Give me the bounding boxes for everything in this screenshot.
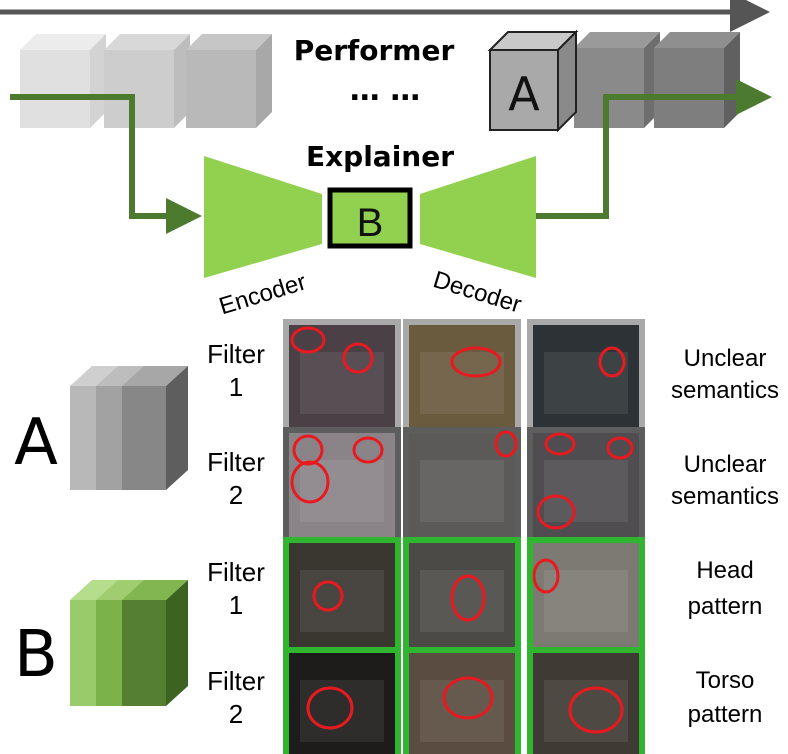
highlight-outline: [450, 574, 486, 622]
model-a-side-label: A: [14, 406, 58, 480]
cube: [20, 34, 106, 128]
example-image-tile: [283, 427, 401, 545]
highlight-outline: [598, 346, 626, 378]
example-image-tile: [527, 319, 645, 437]
row-2-desc-line2: semantics: [671, 483, 779, 510]
performer-label: Performer: [294, 34, 455, 67]
row-2-desc-line1: Unclear: [684, 451, 767, 478]
highlight-outline: [536, 494, 576, 530]
example-image-tile: [527, 537, 645, 655]
row-1-desc-line1: Unclear: [684, 345, 767, 372]
row-1-desc-line2: semantics: [671, 377, 779, 404]
cube: [654, 32, 740, 128]
ellipsis-text: … …: [350, 73, 420, 108]
row-1-filter-num: 1: [229, 372, 243, 402]
row-4-desc-line2: pattern: [688, 701, 763, 728]
activation-image-grid: [283, 319, 645, 754]
row-3-filter-num: 1: [229, 590, 243, 620]
example-image-tile: [527, 427, 645, 545]
cube: [186, 34, 272, 128]
encoder-shape: [204, 156, 322, 278]
example-image-tile: [403, 647, 521, 754]
model-a-filter-stack: [70, 366, 188, 490]
performer-cubes-left: [20, 34, 272, 128]
row-labels: Filter 1 Unclear semantics Filter 2 Uncl…: [207, 339, 779, 729]
highlight-outline: [290, 326, 326, 354]
model-b-box: [327, 187, 413, 249]
example-image-tile: [283, 647, 401, 754]
row-3-filter-word: Filter: [207, 557, 265, 587]
output-flow-arrow: [536, 79, 772, 219]
highlight-outline: [442, 676, 494, 720]
decoder-label: Decoder: [430, 266, 525, 318]
row-4-filter-word: Filter: [207, 666, 265, 696]
decoder-shape: [420, 156, 536, 278]
highlight-outline: [290, 460, 330, 504]
row-4-desc-line1: Torso: [696, 667, 755, 694]
example-image-tile: [283, 537, 401, 655]
performer-cubes-right: [574, 32, 740, 128]
highlight-outline: [450, 346, 502, 378]
highlight-outline: [568, 686, 624, 734]
cube: [574, 32, 660, 128]
example-image-tile: [283, 319, 401, 437]
highlight-outline: [342, 342, 374, 374]
model-b-letter: B: [357, 201, 384, 245]
model-b-filter-stack: [70, 580, 188, 706]
highlight-outline: [292, 434, 324, 466]
encoder-label: Encoder: [216, 268, 309, 320]
highlight-outline: [532, 558, 560, 594]
explainer-title: Explainer: [306, 140, 454, 173]
input-flow-arrow: [10, 94, 202, 234]
highlight-outline: [606, 436, 634, 460]
example-image-tile: [527, 647, 645, 754]
model-b-side-label: B: [14, 618, 58, 692]
example-image-tile: [403, 537, 521, 655]
row-2-filter-word: Filter: [207, 447, 265, 477]
row-4-filter-num: 2: [229, 699, 243, 729]
row-2-filter-num: 2: [229, 480, 243, 510]
highlight-outline: [312, 580, 344, 612]
highlight-outline: [544, 432, 576, 456]
row-1-filter-word: Filter: [207, 339, 265, 369]
row-3-desc-line1: Head: [696, 557, 753, 584]
model-a-cube: A: [487, 29, 579, 133]
example-image-tile: [403, 319, 521, 437]
highlight-outline: [352, 436, 384, 464]
cube: [104, 34, 190, 128]
example-image-tile: [403, 427, 521, 545]
model-a-letter: A: [508, 67, 540, 121]
row-3-desc-line2: pattern: [688, 593, 763, 620]
highlight-outline: [494, 430, 518, 458]
highlight-outline: [306, 686, 354, 730]
